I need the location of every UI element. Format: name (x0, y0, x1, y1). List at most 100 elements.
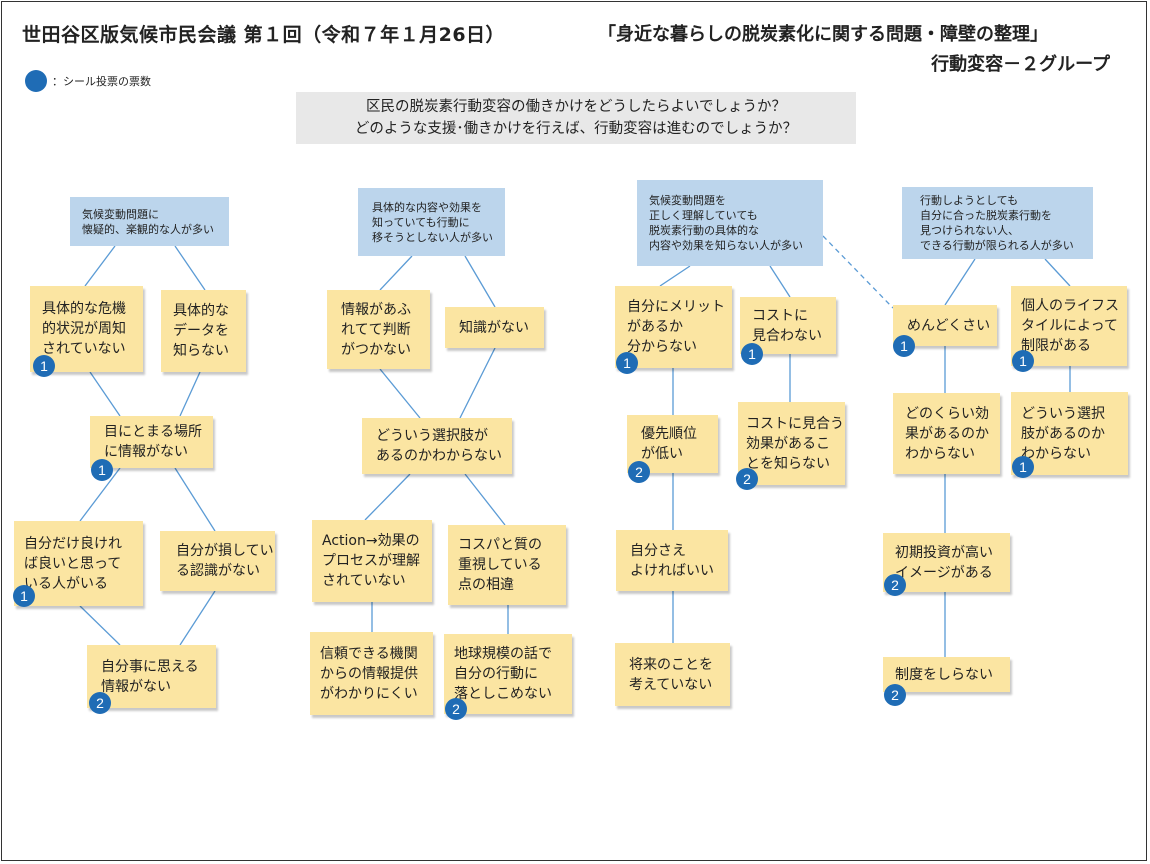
vote-count-badge: 2 (736, 468, 758, 490)
heading-line: 自分に合った脱炭素行動を (920, 209, 1052, 222)
vote-count-badge: 2 (884, 574, 906, 596)
question-line: 区民の脱炭素行動変容の働きかけをどうしたらよいでしょうか？ (365, 99, 787, 115)
note-line: いる人がいる (24, 575, 108, 592)
connector-line (379, 368, 421, 419)
note-line: コストに (752, 307, 808, 324)
connector-line (174, 467, 216, 532)
note-line: コストに見合う (746, 415, 844, 432)
sticky-note: 地球規模の話で自分の行動に落としこめない (444, 634, 572, 714)
note-line: 信頼できる機関 (320, 645, 418, 662)
heading-line: 懐疑的、楽観的な人が多い (82, 222, 214, 236)
note-line: 地球規模の話で (454, 646, 552, 662)
note-line: 個人のライフス (1021, 298, 1119, 314)
vote-count-badge: 1 (893, 335, 915, 357)
category-heading-2: 具体的な内容や効果を知っていても行動に移そうとしない人が多い (358, 188, 505, 256)
note-line: 的状況が周知 (42, 321, 126, 337)
vote-count-badge: 1 (33, 355, 55, 377)
connector-line (1044, 258, 1071, 287)
vote-count-badge: 2 (628, 461, 650, 483)
sticky-note: 制度をしらない (883, 657, 1010, 692)
note-line: わからない (1021, 445, 1091, 462)
heading-line: 脱炭素行動の具体的な (649, 224, 759, 237)
note-line: 情報があふ (341, 301, 411, 318)
connector-line (379, 255, 413, 291)
vote-count-badge: 1 (1012, 456, 1034, 478)
vote-count-badge: 1 (91, 459, 113, 481)
sticky-note: コストに見合う効果があることを知らない (738, 402, 845, 485)
heading-line: 正しく理解していても (649, 209, 758, 222)
note-line: 見合わない (752, 327, 822, 344)
sticky-note: 情報があふれてて判断がつかない (327, 290, 430, 369)
note-line: されていない (42, 341, 126, 357)
connector-line (459, 347, 496, 419)
note-line: あるのかわからない (376, 448, 502, 464)
sticky-note: 自分さえよければいい (616, 530, 728, 591)
sticky-note: 信頼できる機関からの情報提供がわかりにくい (310, 632, 433, 715)
connector-line (89, 371, 121, 417)
note-line: 重視している (458, 557, 542, 573)
group-label: 行動変容－２グループ (931, 54, 1110, 75)
category-heading-4: 行動しようとしても自分に合った脱炭素行動を見つけられない人、できる行動が限られる… (902, 187, 1093, 259)
note-line: わからない (905, 445, 975, 462)
note-line: 自分さえ (630, 542, 686, 559)
heading-line: 具体的な内容や効果を (372, 200, 482, 214)
page-subtitle: 「身近な暮らしの脱炭素化に関する問題・障壁の整理」 (598, 24, 1048, 45)
connector-line (179, 590, 216, 646)
note-line: に情報がない (104, 444, 188, 460)
vote-count-badge: 1 (1012, 350, 1034, 372)
note-line: 優先順位 (641, 426, 697, 442)
page-title: 世田谷区版気候市民会議 第１回（令和７年１月26日） (22, 24, 506, 46)
note-line: が低い (641, 446, 683, 462)
note-line: れてて判断 (341, 321, 411, 338)
sticky-note: 知識がない (445, 307, 544, 348)
heading-line: 気候変動問題を (649, 194, 726, 207)
sticky-note: 優先順位が低い (627, 415, 718, 473)
heading-line: 知っていても行動に (372, 215, 470, 229)
sticky-note: 目にとまる場所に情報がない (90, 416, 213, 468)
connector-line (464, 473, 506, 526)
legend-label: ：シール投票の票数 (52, 75, 151, 88)
note-line: 効果があるこ (746, 435, 830, 452)
note-line: ば良いと思って (24, 555, 122, 572)
category-heading-1: 気候変動問題に懐疑的、楽観的な人が多い (70, 197, 229, 246)
note-line: 自分が損してい (176, 543, 274, 559)
note-line: 制度をしらない (895, 666, 993, 683)
note-line: 制限がある (1021, 338, 1091, 354)
note-line: 自分にメリット (627, 299, 725, 315)
vote-count-badge: 2 (89, 692, 111, 714)
note-line: よければいい (630, 562, 714, 579)
note-line: とを知らない (746, 455, 830, 472)
sticky-note: コスパと質の重視している点の相違 (448, 525, 566, 605)
sticky-note: 自分が損している認識がない (160, 531, 275, 591)
note-line: 果があるのか (905, 425, 989, 442)
connector-line (769, 265, 791, 298)
note-line: 点の相違 (458, 577, 514, 593)
note-line: Action→効果の (322, 533, 420, 549)
vote-count-badge: 1 (616, 352, 638, 374)
sticky-note: 自分にメリットがあるか分からない (615, 286, 732, 368)
vote-count-badge: 1 (741, 343, 763, 365)
heading-line: 行動しようとしても (920, 194, 1019, 207)
sticky-note: 自分だけ良ければ良いと思っている人がいる (14, 521, 143, 606)
note-line: 初期投資が高い (895, 544, 993, 561)
note-line: どういう選択 (1021, 405, 1105, 422)
note-line: タイルによって (1021, 318, 1118, 334)
connector-line (659, 265, 691, 287)
sticky-note: どういう選択肢があるのかわからない (362, 418, 512, 474)
note-line: 知識がない (459, 319, 529, 336)
note-line: 知らない (173, 343, 229, 359)
heading-line: 気候変動問題に (82, 207, 159, 221)
note-line: 自分だけ良けれ (24, 535, 122, 552)
note-line: 将来のことを (629, 656, 713, 673)
note-line: されていない (322, 573, 406, 589)
sticky-note: Action→効果のプロセスが理解されていない (312, 520, 432, 602)
connector-line (364, 473, 411, 521)
note-line: があるか (627, 319, 683, 335)
sticky-note: コストに見合わない (740, 297, 836, 354)
sticky-note: どのくらい効果があるのかわからない (893, 393, 1000, 474)
note-line: プロセスが理解 (322, 553, 420, 569)
sticky-note: 将来のことを考えていない (615, 643, 730, 706)
heading-line: できる行動が限られる人が多い (920, 239, 1074, 252)
sticky-note: 具体的なデータを知らない (161, 290, 246, 372)
